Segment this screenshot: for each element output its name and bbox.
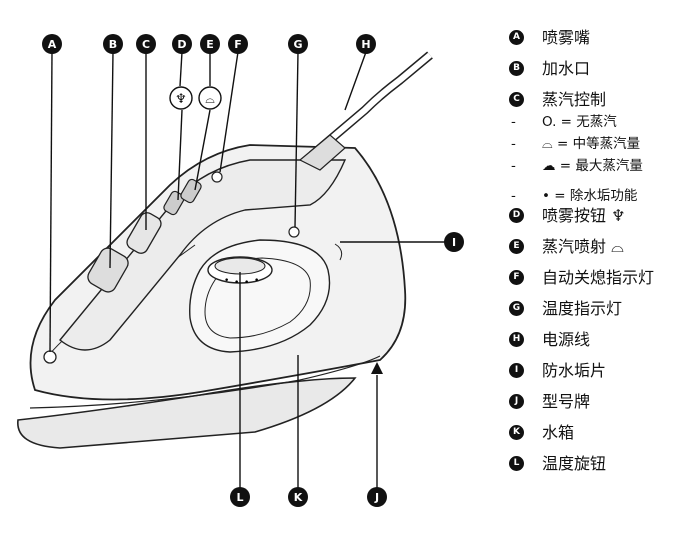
callout-marker-l: L (230, 487, 250, 507)
spray-symbol-circle (169, 86, 193, 110)
callout-marker-j: J (367, 487, 387, 507)
legend-item-g: G 温度指示灯 (505, 293, 700, 324)
legend-item-k: K 水箱 (505, 417, 700, 448)
legend-label-a: 喷雾嘴 (542, 28, 591, 47)
dial-mark-4: • (254, 276, 259, 286)
steam-setting-medium: - ⌓ = 中等蒸汽量 (511, 136, 641, 152)
callout-marker-c: C (136, 34, 156, 54)
steam-setting-list: - O. = 无蒸汽 - ⌓ = 中等蒸汽量 - ☁ = 最大蒸汽量 - • =… (505, 111, 700, 207)
callout-lines (49, 51, 452, 488)
svg-text:K: K (294, 491, 303, 504)
legend-item-l: L 温度旋钮 (505, 448, 700, 479)
steam-setting-none: - O. = 无蒸汽 (511, 114, 617, 130)
temperature-light (288, 226, 300, 238)
legend-label-i: 防水垢片 (542, 361, 607, 380)
legend-marker-h: H (509, 332, 524, 347)
steam-setting-descale: - • = 除水垢功能 (511, 188, 638, 204)
callout-marker-d: D (172, 34, 192, 54)
svg-text:A: A (48, 38, 57, 51)
legend-item-j: J 型号牌 (505, 386, 700, 417)
legend-item-i: I 防水垢片 (505, 355, 700, 386)
legend-label-d: 喷雾按钮 ♆ (542, 206, 626, 225)
dial-mark-3: • (244, 278, 249, 288)
legend-label-g: 温度指示灯 (542, 299, 623, 318)
soleplate (17, 377, 357, 449)
steam-symbol-icon: ⌓ (205, 92, 215, 106)
legend-label-h: 电源线 (542, 330, 591, 349)
legend-label-b: 加水口 (542, 59, 591, 78)
spray-nozzle (43, 350, 57, 364)
svg-text:F: F (234, 38, 242, 51)
legend-marker-l: L (509, 456, 524, 471)
legend-label-l: 温度旋钮 (542, 454, 607, 473)
legend-marker-i: I (509, 363, 524, 378)
arrow-head-j (371, 362, 383, 374)
callout-marker-g: G (288, 34, 308, 54)
spray-button (163, 190, 185, 216)
shell-contour (29, 355, 381, 409)
legend-item-d: D 喷雾按钮 ♆ (505, 200, 700, 231)
svg-text:D: D (177, 38, 186, 51)
dial-mark-2: • (234, 278, 239, 288)
handle (59, 159, 347, 351)
legend-marker-g: G (509, 301, 524, 316)
legend-label-j: 型号牌 (542, 392, 591, 411)
legend-label-c: 蒸汽控制 (542, 90, 607, 109)
legend-item-h: H 电源线 (505, 324, 700, 355)
callout-marker-f: F (228, 34, 248, 54)
legend-label-f: 自动关熄指示灯 (542, 268, 655, 287)
steam-setting-max: - ☁ = 最大蒸汽量 (511, 158, 643, 174)
legend-marker-k: K (509, 425, 524, 440)
dial-mark-1: • (224, 276, 229, 286)
callout-marker-e: E (200, 34, 220, 54)
legend-item-c: C 蒸汽控制 - O. = 无蒸汽 - ⌓ = 中等蒸汽量 - ☁ = 最大蒸汽… (505, 84, 700, 204)
legend-label-e: 蒸汽喷射 ⌓ (542, 237, 624, 256)
svg-text:L: L (236, 491, 243, 504)
svg-text:G: G (293, 38, 302, 51)
anti-scale-marker (334, 243, 343, 261)
legend-marker-e: E (509, 239, 524, 254)
parts-legend: A 喷雾嘴 B 加水口 C 蒸汽控制 - O. = 无蒸汽 - ⌓ = 中等蒸汽… (505, 22, 700, 479)
svg-text:H: H (361, 38, 370, 51)
legend-marker-f: F (509, 270, 524, 285)
callout-marker-h: H (356, 34, 376, 54)
legend-label-k: 水箱 (542, 423, 575, 442)
legend-item-a: A 喷雾嘴 (505, 22, 700, 53)
svg-text:B: B (109, 38, 117, 51)
legend-marker-c: C (509, 92, 524, 107)
svg-text:E: E (206, 38, 214, 51)
callout-marker-b: B (103, 34, 123, 54)
svg-text:I: I (452, 236, 456, 249)
fill-opening (87, 247, 129, 293)
legend-marker-b: B (509, 61, 524, 76)
legend-marker-a: A (509, 30, 524, 45)
svg-text:J: J (374, 491, 379, 504)
iron-diagram: • • • • ♆ ⌓ A B C D E F G H I J (17, 34, 464, 507)
legend-item-b: B 加水口 (505, 53, 700, 84)
spray-symbol-icon: ♆ (175, 92, 187, 107)
legend-marker-d: D (509, 208, 524, 223)
steam-control-knob (126, 212, 162, 254)
callout-marker-k: K (288, 487, 308, 507)
svg-text:C: C (142, 38, 150, 51)
legend-item-e: E 蒸汽喷射 ⌓ (505, 231, 700, 262)
steam-symbol-circle (198, 86, 222, 110)
cord-strain-relief (298, 134, 346, 171)
legend-marker-j: J (509, 394, 524, 409)
legend-item-f: F 自动关熄指示灯 (505, 262, 700, 293)
auto-off-light (211, 171, 223, 183)
callout-marker-i: I (444, 232, 464, 252)
callout-marker-a: A (42, 34, 62, 54)
